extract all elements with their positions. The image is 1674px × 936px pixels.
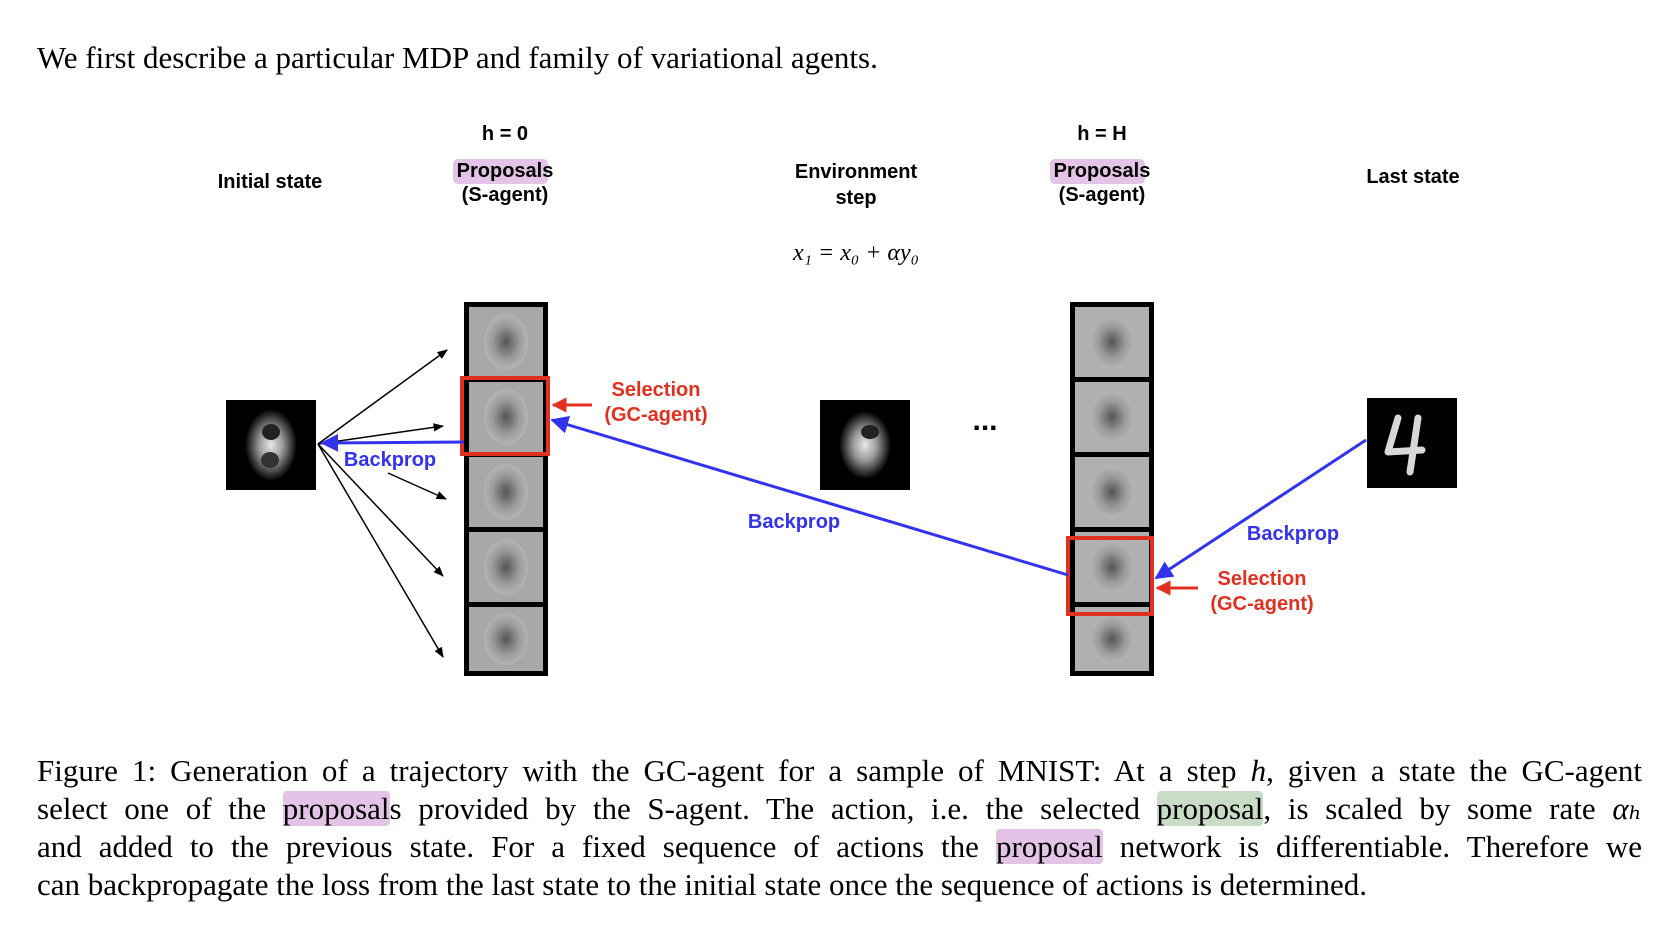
trajectory-figure: Initial state h = 0 h = H Environment st… [218, 123, 1460, 676]
backprop-label-right: Backprop [1247, 523, 1339, 545]
gc-agent-label-right: (GC-agent) [1210, 593, 1313, 615]
proposal-tile [1075, 382, 1149, 452]
selection-label-left: Selection [612, 379, 701, 401]
proposal-arrows [317, 349, 448, 658]
initial-state-label: Initial state [218, 171, 322, 193]
env-equation: x₁ = x₀ + αy₀ [792, 240, 919, 266]
proposals-label-right: Proposals [1054, 160, 1151, 182]
backprop-label-middle: Backprop [748, 511, 840, 533]
caption-line-4: can backpropagate the loss from the last… [37, 867, 1367, 902]
selection-box-left [460, 376, 550, 456]
hH-label: h = H [1077, 123, 1126, 145]
selection-arrows [551, 397, 1198, 596]
proposal-highlight-green: proposal [1156, 791, 1264, 826]
proposal-tile [469, 382, 543, 452]
proposals-column-right [1070, 302, 1154, 676]
caption-line-2: select one of the proposals provided by … [37, 791, 1642, 826]
s-agent-label-right: (S-agent) [1059, 184, 1146, 206]
gc-agent-label-left: (GC-agent) [604, 404, 707, 426]
h0-label: h = 0 [482, 123, 528, 145]
env-step-label-line1: Environment [795, 161, 918, 183]
caption-line-3: and added to the previous state. For a f… [37, 829, 1642, 864]
proposal-tile [469, 532, 543, 602]
proposal-tile [1075, 307, 1149, 377]
proposal-tile [1075, 532, 1149, 602]
last-state-label: Last state [1366, 166, 1459, 188]
env-step-label-line2: step [835, 187, 876, 209]
initial-state-image [226, 400, 316, 490]
backprop-arrows [320, 416, 1367, 580]
env-step-image [820, 400, 910, 490]
proposals-highlight-right [1050, 159, 1145, 184]
intro-paragraph: We first describe a particular MDP and f… [37, 40, 878, 75]
proposals-label-left: Proposals [457, 160, 554, 182]
proposal-tile [469, 607, 543, 671]
proposals-highlight-left [453, 159, 548, 184]
selection-box-right [1066, 536, 1154, 616]
selection-label-right: Selection [1218, 568, 1307, 590]
proposal-tile [469, 457, 543, 527]
s-agent-label-left: (S-agent) [462, 184, 549, 206]
proposal-tile [1075, 607, 1149, 671]
proposal-tile [1075, 457, 1149, 527]
proposal-highlight: proposal [995, 829, 1103, 864]
last-state-image [1367, 398, 1457, 488]
proposal-highlight: proposal [282, 791, 390, 826]
caption-line-1: Figure 1: Generation of a trajectory wit… [37, 753, 1642, 788]
backprop-label-left: Backprop [344, 449, 436, 471]
proposals-column-left [464, 302, 548, 676]
figure-caption: Figure 1: Generation of a trajectory wit… [37, 752, 1642, 904]
proposal-tile [469, 307, 543, 377]
ellipsis: ... [972, 404, 997, 437]
